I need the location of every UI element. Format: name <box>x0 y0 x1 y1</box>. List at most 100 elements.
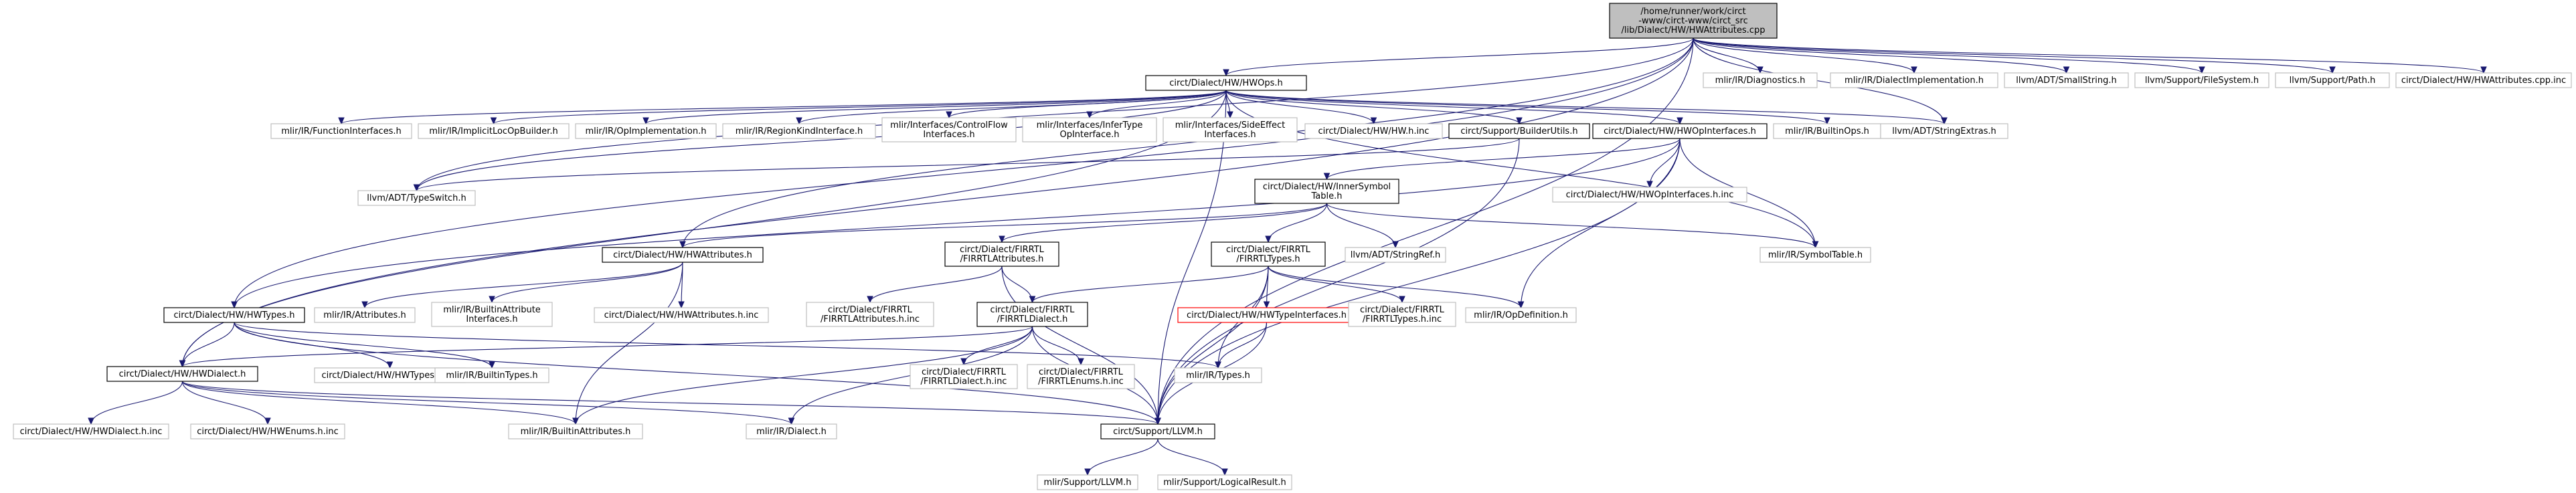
header-node-builderutils[interactable]: circt/Support/BuilderUtils.h <box>1448 123 1590 139</box>
header-node-regionkind[interactable]: mlir/IR/RegionKindInterface.h <box>722 123 876 139</box>
node-label: mlir/IR/OpDefinition.h <box>1474 310 1568 320</box>
header-node-hwhinc[interactable]: circt/Dialect/HW/HW.h.inc <box>1304 123 1443 139</box>
header-node-diagnostics[interactable]: mlir/IR/Diagnostics.h <box>1703 72 1818 88</box>
header-node-circtllvm[interactable]: circt/Support/LLVM.h <box>1100 423 1215 439</box>
node-label: mlir/IR/Diagnostics.h <box>1715 76 1806 86</box>
include-edge <box>179 326 1033 368</box>
header-node-filesystem[interactable]: llvm/Support/FileSystem.h <box>2134 72 2269 88</box>
include-edge <box>181 381 271 425</box>
header-node-hwops[interactable]: circt/Dialect/HW/HWOps.h <box>1145 75 1307 91</box>
include-edge <box>960 326 1033 366</box>
header-node-stringref[interactable]: llvm/ADT/StringRef.h <box>1345 247 1446 263</box>
header-node-smallstring[interactable]: llvm/ADT/SmallString.h <box>2004 72 2129 88</box>
node-label: circt/Dialect/FIRRTL <box>922 367 1007 377</box>
include-edge <box>1223 37 1694 77</box>
node-label: circt/Dialect/HW/HWEnums.h.inc <box>197 427 339 437</box>
node-label: Interfaces.h <box>466 314 517 324</box>
header-node-builtinattrs[interactable]: mlir/IR/BuiltinAttributes.h <box>508 423 643 439</box>
node-box <box>357 190 476 206</box>
node-label: /FIRRTLEnums.h.inc <box>1038 377 1124 387</box>
node-label: mlir/IR/BuiltinAttribute <box>443 305 541 315</box>
header-node-opimpl[interactable]: mlir/IR/OpImplementation.h <box>575 123 717 139</box>
node-label: /FIRRTLDialect.h.inc <box>921 377 1007 387</box>
header-node-firrtlattrsinc[interactable]: circt/Dialect/FIRRTL/FIRRTLAttributes.h.… <box>806 302 934 327</box>
header-node-hwdialectinc[interactable]: circt/Dialect/HW/HWDialect.h.inc <box>13 423 169 439</box>
node-box <box>602 247 764 263</box>
node-box <box>2004 72 2129 88</box>
node-label: circt/Dialect/HW/HWOps.h <box>1169 78 1283 88</box>
node-label: circt/Support/BuilderUtils.h <box>1460 126 1577 136</box>
include-edge <box>490 90 1227 125</box>
node-label: /lib/Dialect/HW/HWAttributes.cpp <box>1622 25 1766 35</box>
node-label: llvm/ADT/StringExtras.h <box>1892 126 1996 136</box>
header-node-hwenumsinc[interactable]: circt/Dialect/HW/HWEnums.h.inc <box>190 423 345 439</box>
header-node-stringextras[interactable]: llvm/ADT/StringExtras.h <box>1880 123 2008 139</box>
include-edge <box>1693 37 2487 74</box>
header-node-mlirllvm[interactable]: mlir/Support/LLVM.h <box>1037 474 1138 490</box>
header-node-firrtldialect[interactable]: circt/Dialect/FIRRTL/FIRRTLDialect.h <box>976 302 1088 327</box>
header-node-logicalresult[interactable]: mlir/Support/LogicalResult.h <box>1157 474 1292 490</box>
header-node-builtintypes[interactable]: mlir/IR/BuiltinTypes.h <box>434 367 549 383</box>
header-node-firrtltypes[interactable]: circt/Dialect/FIRRTL/FIRRTLTypes.h <box>1211 241 1326 267</box>
header-node-funciface[interactable]: mlir/IR/FunctionInterfaces.h <box>270 123 412 139</box>
include-edge <box>1029 266 1269 304</box>
header-node-hwattrsinc[interactable]: circt/Dialect/HW/HWAttributes.h.inc <box>594 307 769 323</box>
node-box <box>190 423 345 439</box>
include-edge <box>361 262 683 309</box>
node-label: Table.h <box>1311 191 1343 201</box>
node-box <box>434 367 549 383</box>
header-node-firrtldialectinc[interactable]: circt/Dialect/FIRRTL/FIRRTLDialect.h.inc <box>910 364 1018 389</box>
node-label: circt/Dialect/HW/HW.h.inc <box>1318 126 1430 136</box>
header-node-builtinops[interactable]: mlir/IR/BuiltinOps.h <box>1773 123 1881 139</box>
node-label: llvm/Support/Path.h <box>2290 76 2376 86</box>
node-box <box>594 307 769 323</box>
header-node-hwattrcppinc[interactable]: circt/Dialect/HW/HWAttributes.cpp.inc <box>2395 72 2572 88</box>
header-node-hwtypeiface[interactable]: circt/Dialect/HW/HWTypeInterfaces.h <box>1177 307 1356 323</box>
include-edge <box>1693 37 1764 74</box>
header-node-symboltable[interactable]: mlir/IR/SymbolTable.h <box>1759 247 1871 263</box>
header-node-hwopiface[interactable]: circt/Dialect/HW/HWOpInterfaces.h <box>1592 123 1768 139</box>
header-node-irattributes[interactable]: mlir/IR/Attributes.h <box>314 307 416 323</box>
node-box <box>1254 179 1399 204</box>
include-edge <box>1225 90 1377 125</box>
include-edge <box>1646 138 1681 189</box>
node-label: mlir/IR/SymbolTable.h <box>1768 250 1863 260</box>
header-node-opdefinition[interactable]: mlir/IR/OpDefinition.h <box>1465 307 1577 323</box>
node-label: mlir/Support/LogicalResult.h <box>1163 478 1286 488</box>
header-node-hwattrs[interactable]: circt/Dialect/HW/HWAttributes.h <box>602 247 764 263</box>
node-box <box>1552 187 1747 203</box>
node-label: mlir/IR/BuiltinOps.h <box>1785 126 1869 136</box>
header-node-dialectimpl[interactable]: mlir/IR/DialectImplementation.h <box>1830 72 1998 88</box>
node-box <box>1022 117 1157 142</box>
include-edge <box>489 262 683 304</box>
header-node-firrtltypesinc[interactable]: circt/Dialect/FIRRTL/FIRRTLTypes.h.inc <box>1348 302 1456 327</box>
node-label: circt/Dialect/FIRRTL <box>1360 305 1445 315</box>
node-label: circt/Dialect/HW/HWTypes.h.inc <box>321 371 458 381</box>
include-edge <box>679 203 1328 249</box>
header-node-hwopifaceinc[interactable]: circt/Dialect/HW/HWOpInterfaces.h.inc <box>1552 187 1747 203</box>
include-edge <box>1693 37 1917 74</box>
header-node-typeswitch[interactable]: llvm/ADT/TypeSwitch.h <box>357 190 476 206</box>
header-node-hwdialect[interactable]: circt/Dialect/HW/HWDialect.h <box>106 366 258 382</box>
include-edge <box>946 90 1227 119</box>
header-node-irdialect[interactable]: mlir/IR/Dialect.h <box>746 423 837 439</box>
include-edge <box>179 322 235 368</box>
header-node-path[interactable]: llvm/Support/Path.h <box>2275 72 2390 88</box>
header-node-irtypes[interactable]: mlir/IR/Types.h <box>1174 367 1262 383</box>
header-node-firrtlenumsinc[interactable]: circt/Dialect/FIRRTL/FIRRTLEnums.h.inc <box>1027 364 1135 389</box>
header-node-implicitloc[interactable]: mlir/IR/ImplicitLocOpBuilder.h <box>418 123 570 139</box>
header-node-hwtypes[interactable]: circt/Dialect/HW/HWTypes.h <box>163 307 305 323</box>
node-box <box>1145 75 1307 91</box>
header-node-firrtlattrs[interactable]: circt/Dialect/FIRRTL/FIRRTLAttributes.h <box>944 241 1059 267</box>
node-label: mlir/Interfaces/InferType <box>1037 120 1143 130</box>
header-node-root[interactable]: /home/runner/work/circt-www/circt-www/ci… <box>1609 3 1778 39</box>
include-edge <box>1225 90 1948 125</box>
include-edge <box>181 381 579 425</box>
node-label: mlir/IR/FunctionInterfaces.h <box>281 126 402 136</box>
node-label: circt/Dialect/FIRRTL <box>991 305 1076 315</box>
